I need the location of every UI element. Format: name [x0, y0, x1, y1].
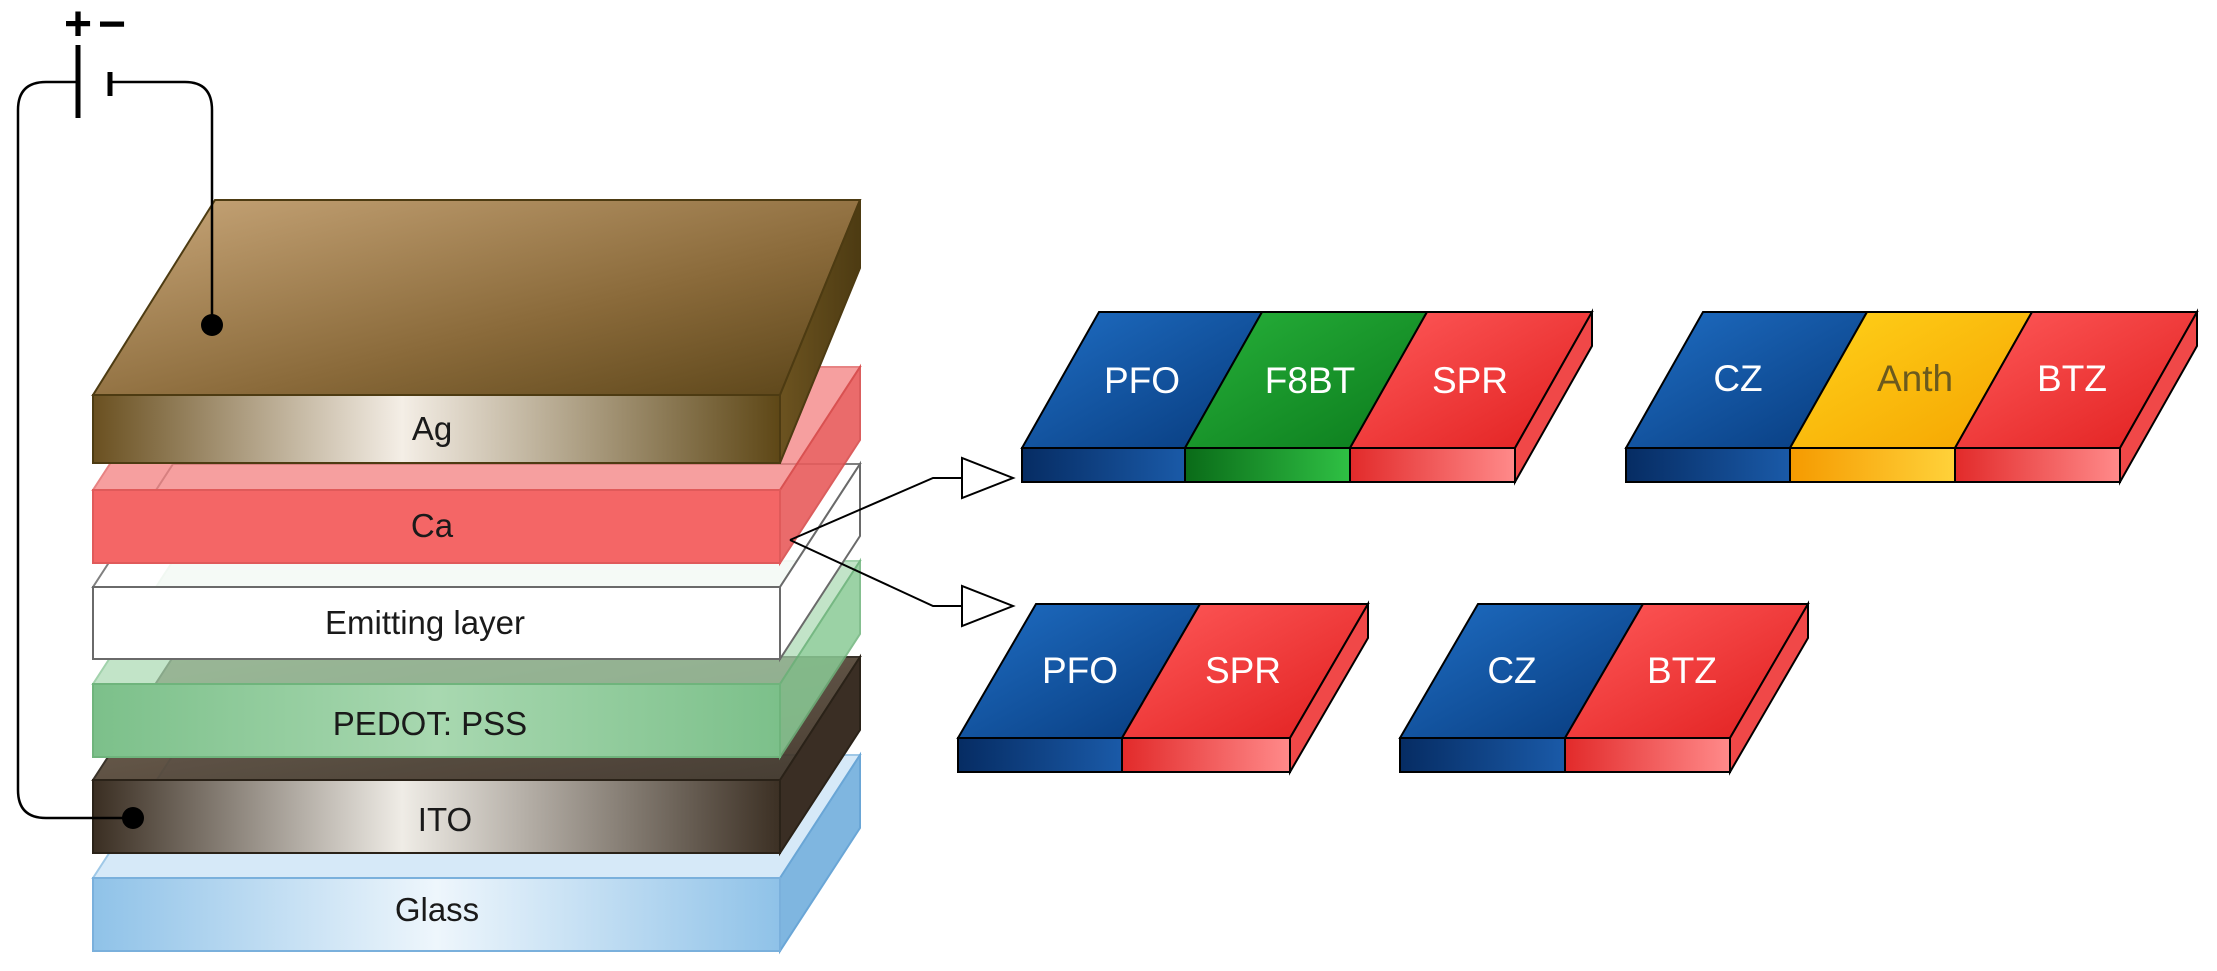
layer-label-ito: ITO	[418, 801, 472, 838]
arrow-head-upper	[961, 456, 1016, 500]
layer-label-emitting: Emitting layer	[325, 604, 525, 641]
battery-minus-sign: −	[98, 0, 126, 51]
block-label: PFO	[1042, 650, 1118, 691]
block-label: SPR	[1205, 650, 1281, 691]
block-label: Anth	[1877, 358, 1953, 399]
block-label: CZ	[1487, 650, 1536, 691]
block-label: F8BT	[1265, 360, 1355, 401]
block-pfo: PFO	[956, 603, 1202, 773]
block-cz: CZ	[1624, 311, 1869, 483]
block-label: BTZ	[2037, 358, 2107, 399]
layer-label-glass: Glass	[395, 891, 479, 928]
blend-pfo-spr: PFO SPR	[956, 600, 1370, 776]
block-f8bt: F8BT	[1183, 311, 1429, 483]
pointer-arrows	[789, 456, 1016, 628]
layer-label-ag: Ag	[412, 410, 452, 447]
layer-ag: Ag	[91, 199, 862, 464]
block-btz: BTZ	[1563, 600, 1810, 776]
ag-contact-dot	[201, 314, 223, 336]
block-spr: SPR	[1348, 308, 1594, 486]
block-label: SPR	[1432, 360, 1508, 401]
battery-icon: + −	[64, 0, 126, 118]
battery-plus-sign: +	[64, 0, 92, 51]
arrow-head-lower	[961, 584, 1016, 628]
block-label: PFO	[1104, 360, 1180, 401]
layer-label-pedot-pss: PEDOT: PSS	[333, 705, 527, 742]
block-label: BTZ	[1647, 650, 1717, 691]
blend-cz-anth-btz: CZ Anth BTZ	[1624, 308, 2199, 486]
block-anth: Anth	[1788, 311, 2034, 483]
ito-contact-dot	[122, 807, 144, 829]
blend-pfo-f8bt-spr: PFO F8BT SPR	[1020, 308, 1594, 486]
block-cz: CZ	[1398, 603, 1645, 773]
circuit-wire	[16, 80, 214, 820]
block-label: CZ	[1713, 358, 1762, 399]
layer-label-ca: Ca	[411, 507, 454, 544]
block-btz: BTZ	[1953, 308, 2199, 486]
block-spr: SPR	[1120, 600, 1370, 776]
blend-cz-btz: CZ BTZ	[1398, 600, 1810, 776]
